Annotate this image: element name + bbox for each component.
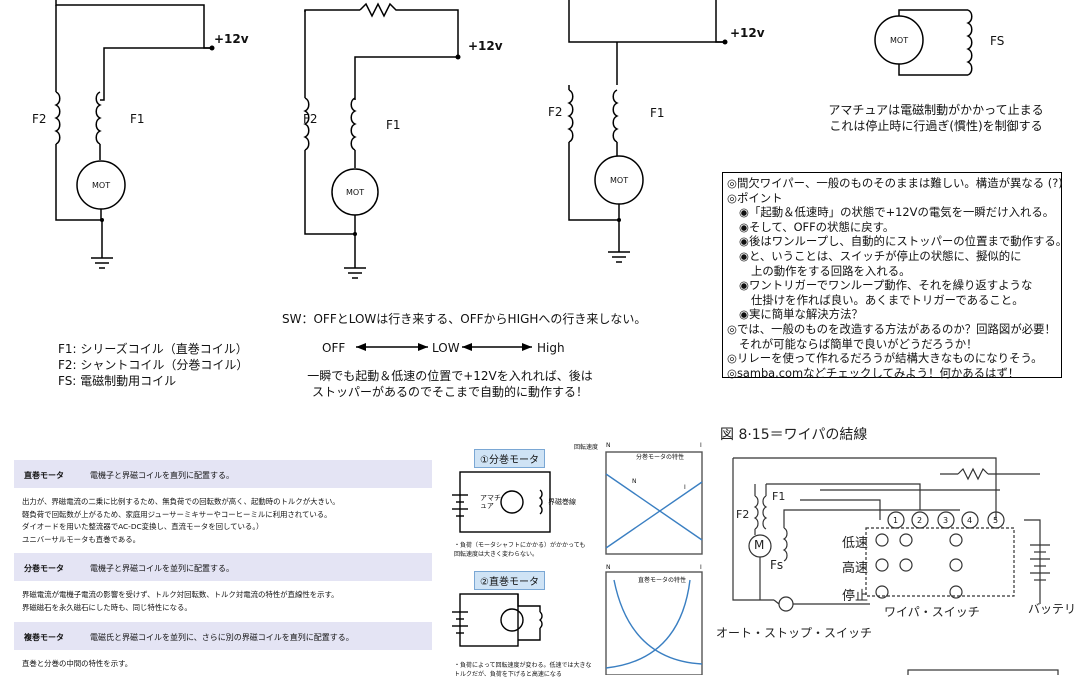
switch-note: 一瞬でも起動＆低速の位置で+12Vを入れれば、後は ストッパーがあるのでそこまで… — [307, 369, 593, 399]
series-motor-row: 直巻モータ 電機子と界磁コイルを直列に配置する。 — [14, 460, 432, 488]
shunt-motor-tag: ①分巻モータ — [474, 449, 545, 468]
fig-f2: F2 — [736, 508, 750, 521]
field-label: 界磁巻線 — [548, 498, 576, 506]
note-line: 上の動作をする回路を入れる。 — [751, 263, 911, 278]
graph1-axis-n: N — [606, 442, 611, 449]
c3-f2-label: F2 — [548, 105, 563, 119]
note-line: 仕掛けを作れば良い。あくまでトリガーであること。 — [751, 292, 1024, 307]
series-motor-desc: 出力が、界磁電流の二乗に比例するため、無負荷での回転数が高く、起動時のトルクが大… — [22, 497, 340, 544]
fig-terminal-1: 1 — [893, 516, 899, 525]
c1-f2-label: F2 — [32, 112, 47, 126]
note-line: ◉後はワンループし、自動的にストッパーの位置まで動作する。 — [739, 234, 1068, 249]
note-line: ◎では、一般のものを改造する方法があるのか？回路図が必要！ — [727, 321, 1056, 336]
graph1-curve-n: N — [632, 478, 637, 485]
compound-motor-row: 複巻モータ 電磁氏と界磁コイルを並列に、さらに別の界磁コイルを直列に配置する。 — [14, 622, 432, 650]
series-motor-tag: ②直巻モータ — [474, 571, 545, 590]
fig-switch-label: ワイパ・スイッチ — [884, 605, 980, 619]
compound-motor-desc: 直巻と分巻の中間の特性を示す。 — [22, 659, 133, 668]
shunt-note: ・負荷（モータシャフトにかかる）がかかっても 回転速度は大きく変わらない。 — [454, 542, 586, 558]
graph1-curve-i: I — [684, 484, 686, 491]
graph2-axis-n: N — [606, 564, 611, 571]
series-note: ・負荷によって回転速度が変わる。低速では大きな トルクだが、負荷を下げると高速に… — [454, 662, 592, 678]
c3-f1-label: F1 — [650, 106, 665, 120]
c2-motor-label: MOT — [346, 188, 365, 197]
graph2-axis-i: I — [700, 564, 702, 571]
c2-f1-label: F1 — [386, 118, 401, 132]
fig-terminal-5: 5 — [993, 516, 999, 525]
figure-title: 図 8·15＝ワイパの結線 — [720, 427, 868, 443]
c3-motor-label: MOT — [610, 176, 629, 185]
c3-voltage: +12v — [730, 26, 765, 40]
graph2-title: 直巻モータの特性 — [638, 577, 687, 584]
fig-low: 低速 — [842, 536, 869, 551]
switch-title: SW：OFFとLOWは行き来する、OFFからHIGHへの行き来しない。 — [282, 312, 647, 326]
note-line: ◉実に簡単な解決方法？ — [739, 307, 863, 322]
shunt-motor-desc: 界磁電流が電機子電流の影響を受けず、トルク対回転数、トルク対電流の特性が直線性を… — [22, 590, 339, 612]
switch-high: High — [537, 341, 565, 355]
switch-low: LOW — [432, 341, 460, 355]
c1-motor-label: MOT — [92, 181, 111, 190]
note-line: ◉ワントリガーでワンループ動作、それを繰り返すような — [739, 278, 1033, 293]
fig-high: 高速 — [842, 561, 869, 576]
c2-voltage: +12v — [468, 39, 503, 53]
switch-off: OFF — [322, 341, 346, 355]
fig-terminal-3: 3 — [943, 516, 949, 525]
fig-stop: 停止 — [842, 589, 869, 604]
fig-f1: F1 — [772, 490, 786, 503]
note-line: ◎間欠ワイパー、一般のものそのままは難しい。構造が異なる (?) — [727, 176, 1063, 190]
graph-axis-speed: 回転速度 — [574, 444, 599, 451]
c4-fs-label: FS — [990, 34, 1005, 48]
note-line: ◉「起動＆低速時」の状態で+12Vの電気を一瞬だけ入れる。 — [739, 205, 1055, 220]
c2-f2-label: F2 — [303, 112, 318, 126]
armature-label: アマチ ュア — [480, 494, 501, 510]
fig-terminal-2: 2 — [917, 516, 923, 525]
c4-motor-label: MOT — [890, 36, 909, 45]
fig-autostop: オート・ストップ・スイッチ — [716, 626, 873, 640]
note-line: ◎リレーを使って作れるだろうが結構大きなものになりそう。 — [727, 351, 1043, 366]
note-line: ◉と、いうことは、スイッチが停止の状態に、擬似的に — [739, 248, 1022, 263]
note-line: ◎ポイント — [727, 190, 783, 205]
fig-terminal-4: 4 — [967, 516, 973, 525]
fig-battery: バッテリ — [1028, 602, 1077, 616]
graph1-axis-i: I — [700, 442, 702, 449]
fig-fs: Fs — [770, 558, 784, 572]
notes-box: ◎間欠ワイパー、一般のものそのままは難しい。構造が異なる (?)◎ポイント◉「起… — [722, 172, 1068, 380]
c1-voltage: +12v — [214, 32, 249, 46]
fig-motor: M — [754, 538, 765, 552]
note-line: ◎samba.comなどチェックしてみよう！何かあるはず！ — [727, 365, 1020, 380]
c1-f1-label: F1 — [130, 112, 145, 126]
note-line: ◉そして、OFFの状態に戻す。 — [739, 219, 895, 234]
graph1-title: 分巻モータの特性 — [636, 454, 685, 461]
shunt-motor-row: 分巻モータ 電機子と界磁コイルを並列に配置する。 — [14, 553, 432, 581]
c4-caption: アマチュアは電磁制動がかかって止まる これは停止時に行過ぎ(慣性)を制御する — [828, 103, 1044, 133]
note-line: それが可能ならば簡単で良いがどうだろうか！ — [739, 336, 978, 351]
coil-legend: F1: シリーズコイル（直巻コイル） F2: シャントコイル（分巻コイル） FS… — [58, 342, 249, 388]
